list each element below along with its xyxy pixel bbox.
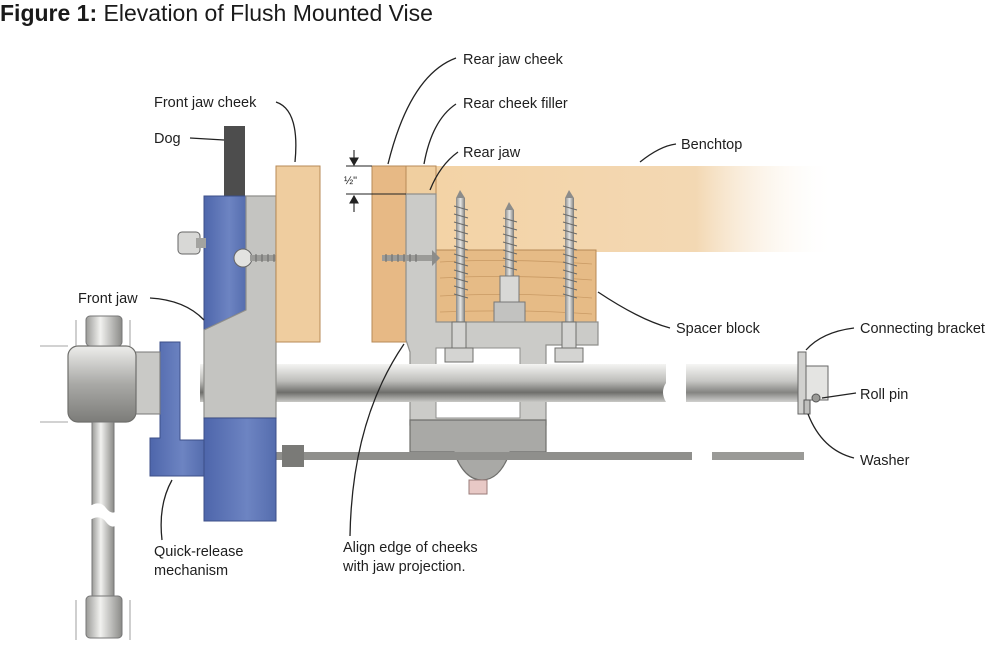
guide-rod: [272, 452, 692, 460]
rear-pin: [468, 479, 488, 495]
label-align-line1: Align edge of cheeks: [343, 540, 478, 556]
label-dog: Dog: [154, 131, 181, 147]
front-jaw-cheek: [275, 165, 321, 343]
front-jaw-lower-casting: [203, 417, 277, 522]
bracket-bolts: [444, 321, 584, 363]
handle-knob-bottom: [85, 595, 123, 639]
main-screw-rod-end: [686, 364, 798, 402]
lag-screw-2: [493, 202, 526, 323]
benchtop: [436, 166, 836, 252]
figure-title-text: Elevation of Flush Mounted Vise: [103, 0, 433, 26]
lag-screw-1: [453, 190, 469, 326]
label-front-jaw: Front jaw: [78, 291, 138, 307]
roll-pin: [811, 393, 821, 403]
label-align-line2: with jaw projection.: [342, 559, 466, 575]
half-inch-label: ½": [344, 175, 357, 187]
label-quick-release-line1: Quick-release: [154, 544, 243, 560]
half-inch-dimension: [346, 150, 406, 212]
connecting-bracket: [797, 351, 829, 415]
label-rear-jaw-cheek: Rear jaw cheek: [463, 52, 564, 68]
handle-knob-top: [85, 315, 123, 347]
label-washer: Washer: [860, 453, 910, 469]
figure-title: Figure 1: Elevation of Flush Mounted Vis…: [0, 0, 433, 27]
label-roll-pin: Roll pin: [860, 387, 908, 403]
figure-number: Figure 1:: [0, 0, 98, 26]
label-benchtop: Benchtop: [681, 137, 742, 153]
lag-screws: [453, 190, 578, 326]
quick-release-mechanism: [149, 341, 205, 477]
handle-hub-collar: [131, 351, 161, 415]
handle-hub: [67, 345, 137, 423]
label-rear-cheek-filler: Rear cheek filler: [463, 96, 568, 112]
label-connecting-bracket: Connecting bracket: [860, 321, 985, 337]
leader-lines: [149, 57, 857, 541]
label-front-jaw-cheek: Front jaw cheek: [154, 95, 257, 111]
main-screw-rod: [200, 364, 666, 402]
guide-rod-end: [712, 452, 804, 460]
label-quick-release-line2: mechanism: [154, 563, 228, 579]
cheek-screw-rear: [382, 250, 440, 266]
label-spacer-block: Spacer block: [676, 321, 761, 337]
dog-thumb-screw: [177, 231, 206, 255]
rear-cheek-filler: [405, 165, 437, 195]
rear-guide-casting: [409, 419, 547, 481]
rear-jaw-cheek: [371, 165, 407, 343]
dog: [224, 126, 245, 196]
lag-screw-3: [562, 190, 578, 326]
washer: [803, 399, 811, 415]
label-rear-jaw: Rear jaw: [463, 145, 521, 161]
